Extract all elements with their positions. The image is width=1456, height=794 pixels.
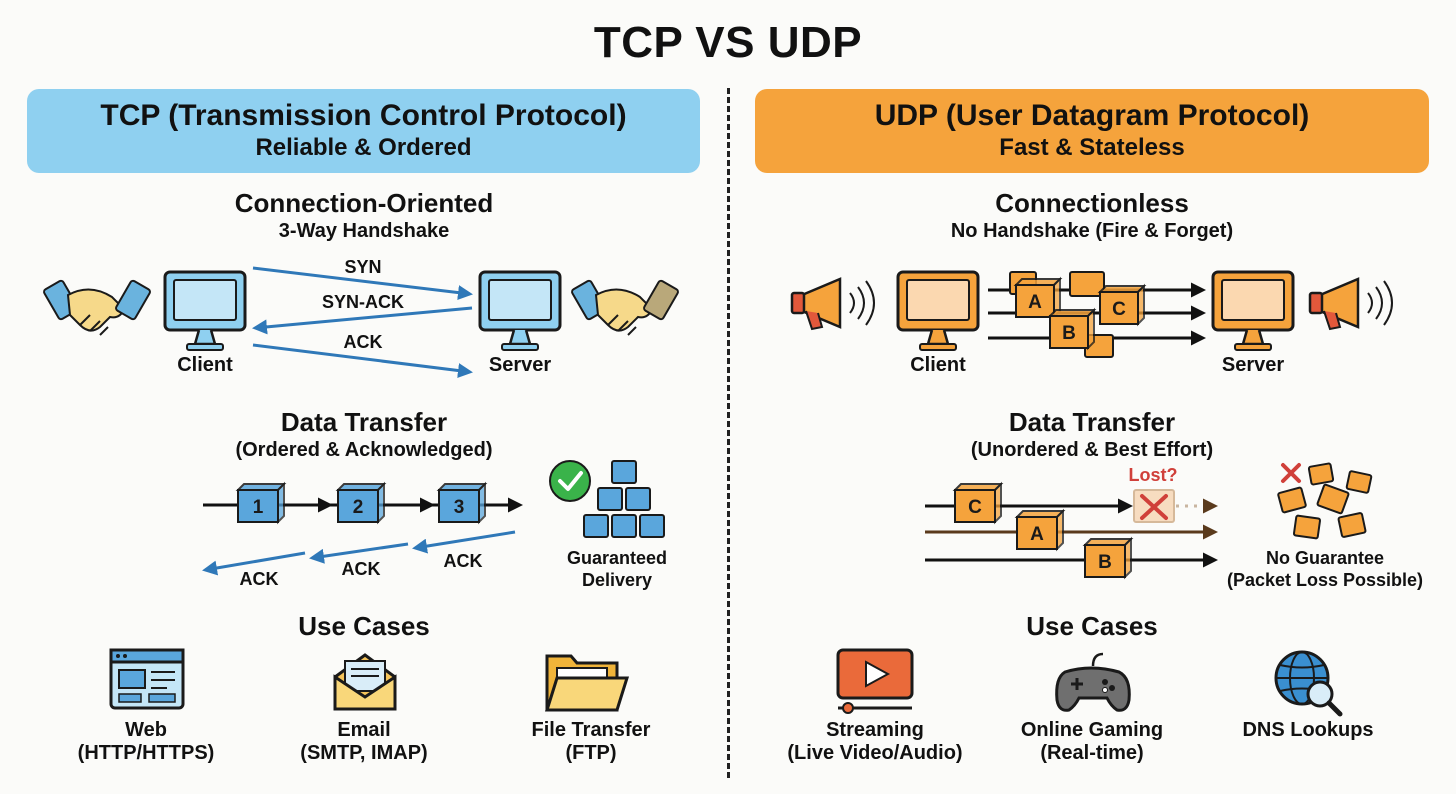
udp-banner-subtitle: Fast & Stateless bbox=[999, 134, 1185, 161]
tcp-packet-3: 3 bbox=[436, 481, 488, 525]
udp-burst-packet-c: C bbox=[1097, 283, 1147, 327]
use-case-dns-title: DNS Lookups bbox=[1242, 719, 1374, 741]
ack-label-1: ACK bbox=[239, 569, 279, 589]
use-case-email: Email (SMTP, IMAP) bbox=[284, 719, 444, 765]
folder-icon bbox=[544, 654, 630, 712]
lost-label: Lost? bbox=[1128, 465, 1178, 485]
ack-label-2: ACK bbox=[341, 559, 381, 579]
syn-ack-label: SYN-ACK bbox=[321, 292, 404, 312]
udp-stream-packet-a-label: A bbox=[1030, 524, 1044, 545]
ack-arrow bbox=[252, 343, 473, 378]
check-icon bbox=[549, 460, 591, 502]
tcp-packet-2-label: 2 bbox=[353, 497, 364, 518]
use-case-gaming: Online Gaming (Real-time) bbox=[1002, 719, 1182, 765]
client-computer-icon bbox=[163, 270, 247, 351]
udp-transfer-subheading: (Unordered & Best Effort) bbox=[970, 439, 1214, 461]
udp-stream-packet-c-label: C bbox=[968, 497, 982, 518]
udp-banner: UDP (User Datagram Protocol) Fast & Stat… bbox=[755, 89, 1429, 173]
syn-ack-arrow bbox=[252, 306, 473, 335]
ack-label-3: ACK bbox=[443, 551, 483, 571]
use-case-dns: DNS Lookups bbox=[1228, 719, 1388, 742]
udp-burst-packet-c-label: C bbox=[1112, 299, 1126, 320]
tcp-banner-subtitle: Reliable & Ordered bbox=[255, 134, 472, 161]
x-mark-icon bbox=[1281, 463, 1301, 483]
ack-arrow-3 bbox=[412, 530, 516, 554]
tcp-packet-1: 1 bbox=[235, 481, 287, 525]
tcp-packet-2: 2 bbox=[335, 481, 387, 525]
use-case-file-transfer-detail: (FTP) bbox=[565, 742, 617, 764]
use-case-email-title: Email bbox=[337, 719, 391, 741]
gamepad-icon bbox=[1055, 652, 1131, 712]
udp-burst-packet-b-label: B bbox=[1062, 323, 1076, 344]
server-computer-icon bbox=[478, 270, 562, 351]
ack-arrow-1 bbox=[202, 551, 306, 576]
email-envelope-icon bbox=[333, 653, 397, 711]
udp-client-label: Client bbox=[910, 354, 966, 376]
guarantee-line-1: Guaranteed bbox=[566, 548, 668, 568]
use-case-gaming-title: Online Gaming bbox=[1020, 719, 1164, 741]
use-case-streaming-title: Streaming bbox=[826, 719, 924, 741]
udp-stream-packet-a: A bbox=[1014, 508, 1066, 552]
use-case-gaming-detail: (Real-time) bbox=[1040, 742, 1144, 764]
udp-banner-title: UDP (User Datagram Protocol) bbox=[874, 99, 1310, 132]
handshake-icon bbox=[571, 279, 679, 336]
server-computer-icon bbox=[1211, 270, 1295, 351]
ack-arrow-2 bbox=[309, 542, 409, 564]
tcp-transfer-heading: Data Transfer bbox=[280, 407, 448, 437]
scattered-boxes-icon bbox=[1277, 462, 1373, 540]
syn-label: SYN bbox=[344, 257, 382, 277]
tcp-transfer-subheading: (Ordered & Acknowledged) bbox=[235, 439, 493, 461]
ack-label: ACK bbox=[343, 332, 383, 352]
tcp-banner-title: TCP (Transmission Control Protocol) bbox=[100, 99, 627, 132]
browser-window-icon bbox=[109, 648, 185, 710]
center-divider bbox=[727, 88, 730, 778]
no-guarantee-line-2: (Packet Loss Possible) bbox=[1226, 570, 1424, 590]
video-play-icon bbox=[836, 648, 914, 714]
handshake-icon bbox=[43, 279, 151, 336]
tcp-connection-heading: Connection-Oriented bbox=[234, 188, 494, 218]
tcp-server-label: Server bbox=[488, 354, 552, 376]
udp-connection-subheading: No Handshake (Fire & Forget) bbox=[950, 220, 1234, 242]
use-case-email-detail: (SMTP, IMAP) bbox=[300, 742, 428, 764]
tcp-packet-3-label: 3 bbox=[454, 497, 465, 518]
tcp-use-cases-heading: Use Cases bbox=[298, 611, 430, 641]
udp-transfer-heading: Data Transfer bbox=[1008, 407, 1176, 437]
client-computer-icon bbox=[896, 270, 980, 351]
udp-stream-packet-b-label: B bbox=[1098, 552, 1112, 573]
syn-arrow bbox=[252, 266, 473, 301]
udp-burst-packet-b: B bbox=[1047, 307, 1097, 351]
tcp-connection-subheading: 3-Way Handshake bbox=[278, 220, 450, 242]
use-case-streaming-detail: (Live Video/Audio) bbox=[787, 742, 963, 764]
udp-stream-packet-c: C bbox=[952, 481, 1004, 525]
box-stack-icon bbox=[583, 460, 665, 538]
udp-burst-packet-a-label: A bbox=[1028, 292, 1042, 313]
use-case-web: Web (HTTP/HTTPS) bbox=[66, 719, 226, 765]
udp-stream-packet-b: B bbox=[1082, 536, 1134, 580]
page-title: TCP VS UDP bbox=[593, 18, 863, 67]
use-case-web-title: Web bbox=[125, 719, 167, 741]
udp-server-label: Server bbox=[1221, 354, 1285, 376]
use-case-streaming: Streaming (Live Video/Audio) bbox=[780, 719, 970, 765]
lost-packet-icon bbox=[1133, 489, 1175, 523]
use-case-web-detail: (HTTP/HTTPS) bbox=[77, 742, 215, 764]
globe-search-icon bbox=[1274, 650, 1343, 717]
tcp-packet-1-label: 1 bbox=[253, 497, 264, 518]
tcp-banner: TCP (Transmission Control Protocol) Reli… bbox=[27, 89, 700, 173]
udp-use-cases-heading: Use Cases bbox=[1026, 611, 1158, 641]
megaphone-icon bbox=[790, 277, 875, 331]
use-case-file-transfer-title: File Transfer bbox=[531, 719, 651, 741]
udp-connection-heading: Connectionless bbox=[995, 188, 1189, 218]
no-guarantee-line-1: No Guarantee bbox=[1265, 548, 1385, 568]
megaphone-icon bbox=[1308, 277, 1393, 331]
use-case-file-transfer: File Transfer (FTP) bbox=[501, 719, 681, 765]
guarantee-line-2: Delivery bbox=[581, 570, 653, 590]
tcp-client-label: Client bbox=[177, 354, 233, 376]
